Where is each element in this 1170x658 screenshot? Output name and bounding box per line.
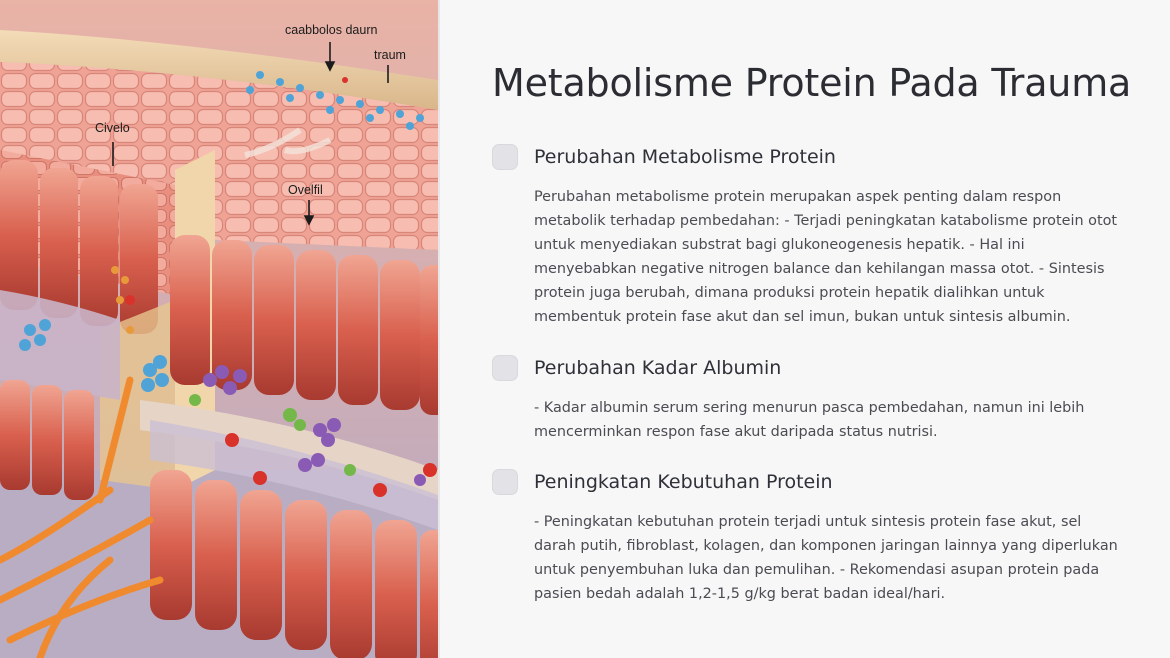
section-title: Perubahan Metabolisme Protein — [534, 146, 836, 168]
section-protein-requirement: Peningkatan Kebutuhan Protein - Peningka… — [492, 468, 1122, 606]
cell-clusters — [19, 71, 437, 497]
label-catabolism: caabbolos daurn — [285, 23, 377, 37]
label-leaders — [112, 42, 389, 226]
checkbox-icon[interactable] — [492, 469, 518, 495]
checkbox-icon[interactable] — [492, 355, 518, 381]
section-body: Perubahan metabolisme protein merupakan … — [534, 189, 1118, 325]
section-header: Peningkatan Kebutuhan Protein — [492, 468, 1122, 498]
section-header: Perubahan Metabolisme Protein — [492, 143, 1122, 173]
section-protein-metabolism: Perubahan Metabolisme Protein Perubahan … — [492, 143, 1122, 329]
section-body: - Peningkatan kebutuhan protein terjadi … — [534, 514, 1118, 602]
collagen-fibrils — [0, 376, 164, 658]
right-fiber-bundle — [170, 235, 438, 415]
flow-arrows — [244, 127, 332, 158]
muscle-tissue-image: caabbolos daurn traum Civelo Ovelfil — [0, 0, 438, 658]
label-ovelfil: Ovelfil — [288, 183, 323, 197]
bottom-fiber-bundle — [150, 470, 438, 658]
page-title: Metabolisme Protein Pada Trauma — [492, 61, 1132, 105]
content-panel: Metabolisme Protein Pada Trauma Perubaha… — [492, 0, 1132, 658]
section-albumin-level: Perubahan Kadar Albumin - Kadar albumin … — [492, 354, 1122, 444]
label-civelo: Civelo — [95, 121, 130, 135]
checkbox-icon[interactable] — [492, 144, 518, 170]
section-header: Perubahan Kadar Albumin — [492, 354, 1122, 384]
left-fiber-bundle — [0, 160, 158, 334]
section-title: Perubahan Kadar Albumin — [534, 357, 782, 379]
label-trauma: traum — [374, 48, 406, 62]
muscle-tissue-illustration: caabbolos daurn traum Civelo Ovelfil — [0, 0, 438, 658]
section-title: Peningkatan Kebutuhan Protein — [534, 471, 833, 493]
panel-divider — [438, 0, 440, 658]
section-body: - Kadar albumin serum sering menurun pas… — [534, 400, 1085, 440]
